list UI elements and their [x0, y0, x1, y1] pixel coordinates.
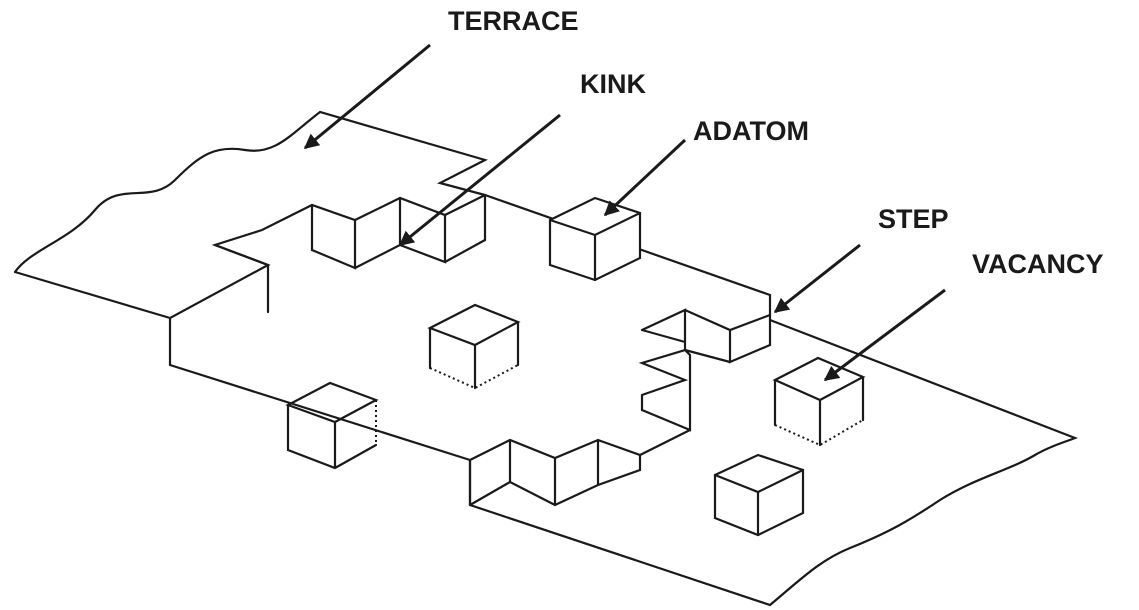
adatom-cube — [550, 198, 640, 280]
step-label: STEP — [878, 204, 949, 234]
vacancy-pit-center — [430, 305, 518, 388]
adatom-label: ADATOM — [693, 116, 809, 146]
terrace-arrow — [305, 45, 430, 148]
adatom-arrow — [605, 140, 685, 215]
lower-terrace — [170, 320, 1075, 605]
vacancy-arrow — [825, 290, 945, 380]
vacancy-label: VACANCY — [972, 249, 1104, 279]
adatom-cube-lower — [715, 455, 803, 535]
upper-terrace — [15, 112, 485, 365]
step-arrow — [775, 245, 860, 312]
kink-riser — [215, 198, 485, 312]
vacancy-pit-right — [775, 358, 863, 445]
kink-label: KINK — [580, 69, 646, 99]
terrace-label: TERRACE — [448, 6, 579, 36]
kink-arrow — [400, 115, 560, 245]
